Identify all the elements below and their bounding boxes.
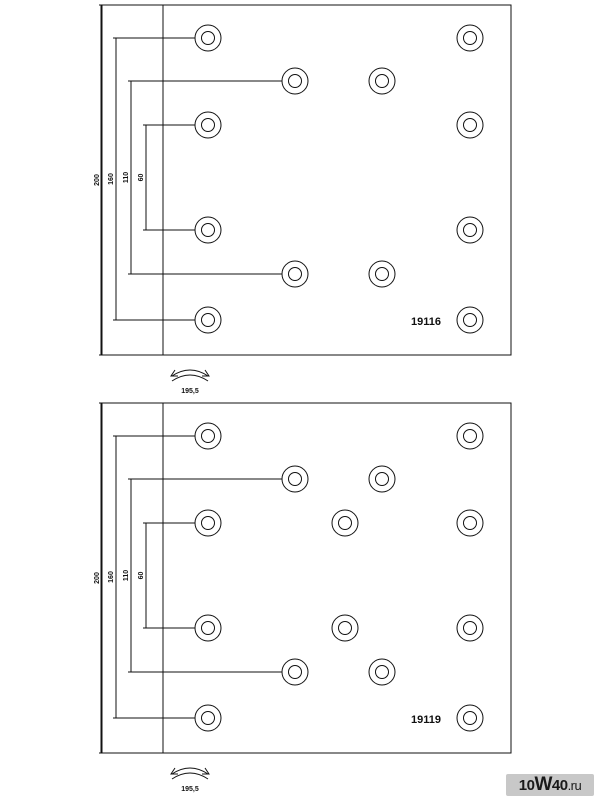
dimension-label: 160 [108,173,115,185]
rivet-hole-inner [375,472,389,486]
rivet-hole-inner [201,118,215,132]
curvature-arc [171,369,209,377]
rivet-hole-inner [375,665,389,679]
rivet-hole-outer [368,658,396,686]
curvature-arrow [202,767,210,775]
part-number: 19119 [411,714,441,726]
dimension-label: 160 [108,571,115,583]
rivet-hole-inner [201,429,215,443]
width-label: 195,5 [181,786,199,793]
rivet-hole-outer [281,658,309,686]
rivet-hole-inner [375,267,389,281]
rivet-hole-inner [288,74,302,88]
rivet-hole-inner [201,223,215,237]
rivet-hole-inner [463,223,477,237]
rivet-hole-outer [194,306,222,334]
rivet-hole-inner [338,621,352,635]
lining-outline [100,4,512,356]
rivet-hole-inner [463,31,477,45]
dimension-label: 110 [123,570,130,581]
rivet-hole-outer [456,24,484,52]
rivet-hole-inner [463,711,477,725]
curvature-arc [171,374,209,382]
rivet-hole-outer [194,216,222,244]
rivet-hole-outer [456,614,484,642]
rivet-hole-inner [201,621,215,635]
rivet-hole-inner [201,313,215,327]
dimension-label: 60 [138,572,145,580]
rivet-hole-inner [201,31,215,45]
curvature-arc [171,772,209,780]
rivet-hole-inner [201,711,215,725]
rivet-hole-outer [456,704,484,732]
rivet-hole-inner [288,472,302,486]
rivet-hole-inner [201,516,215,530]
rivet-hole-inner [288,665,302,679]
rivet-hole-outer [194,509,222,537]
rivet-hole-inner [375,74,389,88]
rivet-hole-outer [368,67,396,95]
rivet-hole-inner [288,267,302,281]
rivet-hole-inner [338,516,352,530]
rivet-hole-outer [456,306,484,334]
rivet-hole-outer [456,509,484,537]
lining-outline [100,402,512,754]
watermark-suffix: 40 [551,776,568,794]
rivet-hole-inner [463,118,477,132]
rivet-hole-inner [463,621,477,635]
rivet-hole-outer [331,509,359,537]
rivet-hole-outer [456,216,484,244]
brake-lining-drawing-top: 200 160 110 60 19116 195,5 [94,4,512,395]
curvature-arrow [170,767,178,775]
rivet-hole-outer [331,614,359,642]
dimension-label: 200 [94,572,101,584]
rivet-hole-inner [463,516,477,530]
rivet-hole-outer [194,422,222,450]
rivet-hole-outer [368,260,396,288]
dimension-label: 110 [123,172,130,183]
rivet-hole-outer [456,422,484,450]
rivet-hole-outer [194,24,222,52]
rivet-hole-inner [463,429,477,443]
curvature-arc [171,767,209,775]
rivet-hole-outer [281,260,309,288]
rivet-hole-inner [463,313,477,327]
width-label: 195,5 [181,388,199,395]
rivet-hole-outer [281,465,309,493]
dimension-label: 200 [94,174,101,186]
rivet-hole-outer [194,704,222,732]
brake-lining-drawing-bottom: 200 160 110 60 19119 195,5 [94,402,512,793]
watermark-tld: .ru [567,777,582,793]
rivet-hole-outer [456,111,484,139]
rivet-hole-outer [281,67,309,95]
curvature-arrow [202,369,210,377]
curvature-arrow [170,369,178,377]
rivet-hole-outer [194,614,222,642]
dimension-label: 60 [138,174,145,182]
watermark-prefix: 10 [518,776,535,794]
rivet-hole-outer [194,111,222,139]
rivet-hole-outer [368,465,396,493]
part-number: 19116 [411,316,441,328]
watermark-big: W [534,774,552,795]
